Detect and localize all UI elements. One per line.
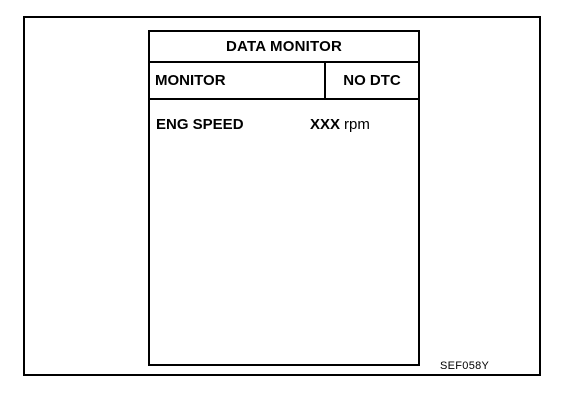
screen-title: DATA MONITOR [150, 32, 418, 63]
figure-frame [23, 16, 541, 376]
monitor-item-unit: rpm [344, 115, 370, 133]
monitor-label: MONITOR [150, 63, 326, 98]
dtc-status: NO DTC [343, 72, 401, 89]
figure-code: SEF058Y [440, 360, 490, 372]
monitor-item-value: XXX [310, 115, 341, 133]
header-row: MONITOR NO DTC [150, 63, 418, 100]
data-monitor-screen: DATA MONITOR MONITOR NO DTC ENG SPEED XX… [148, 30, 420, 366]
monitor-item-name: ENG SPEED [156, 115, 244, 133]
monitor-item-row: ENG SPEED XXX rpm [150, 114, 418, 134]
